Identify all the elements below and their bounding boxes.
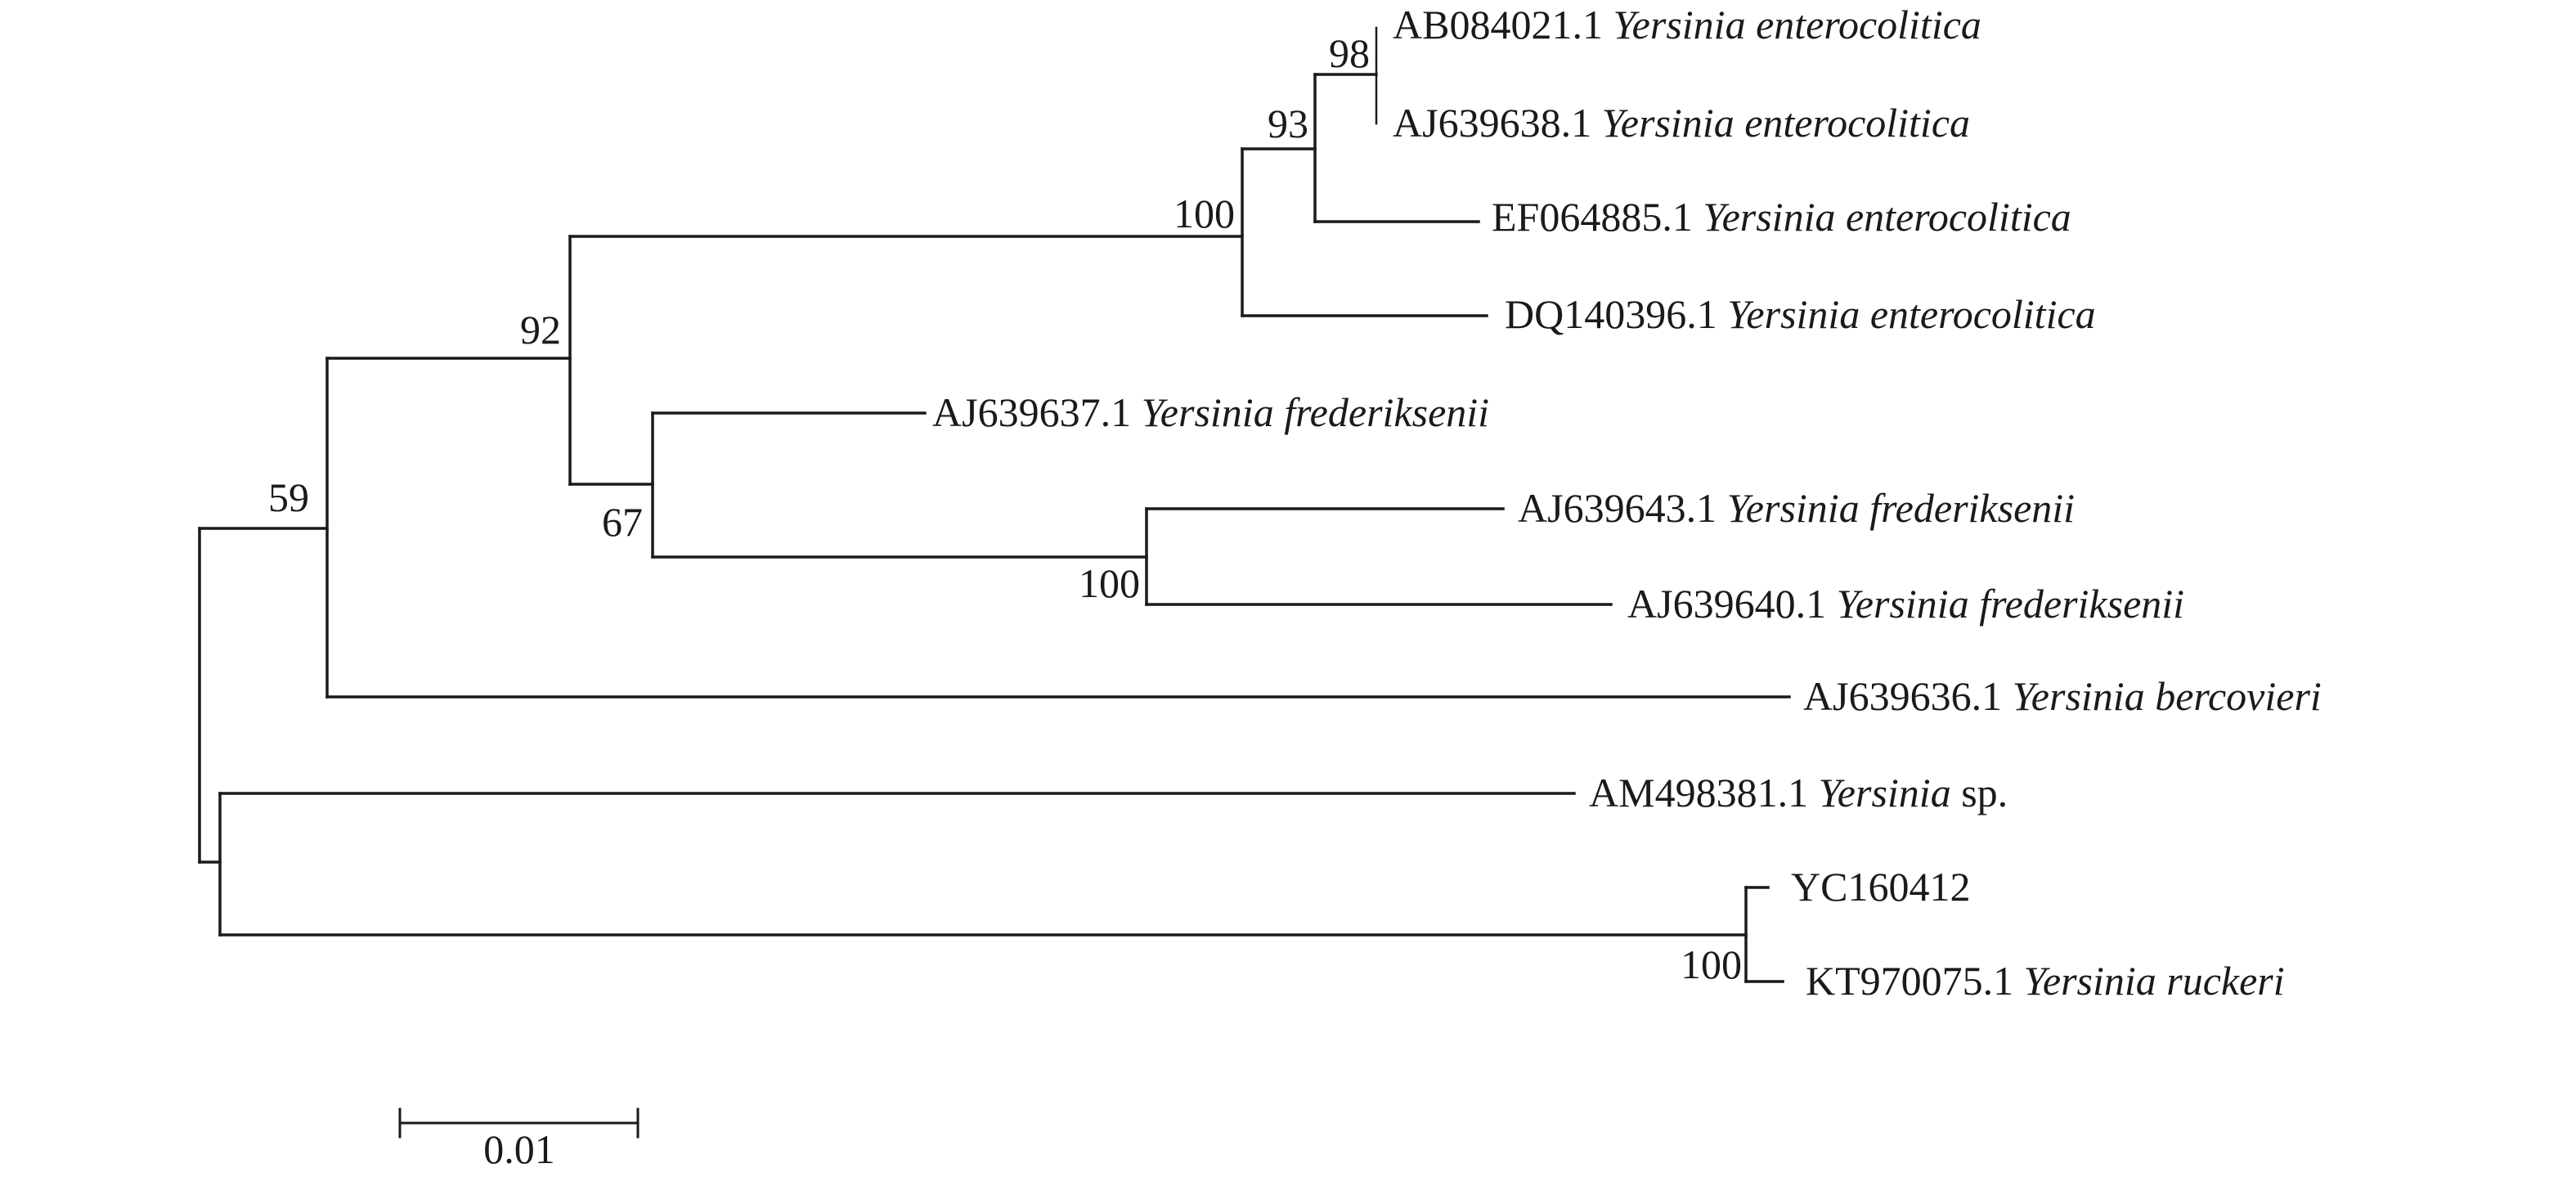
scale-bar: 0.01 [398,1107,640,1172]
bootstrap-value: 59 [268,474,309,520]
tip-label: AJ639640.1 Yersinia frederiksenii [1627,581,2184,627]
tip-label: AJ639636.1 Yersinia bercovieri [1803,673,2322,719]
bootstrap-value: 100 [1079,560,1140,606]
tip-label: AJ639638.1 Yersinia enterocolitica [1393,100,1970,146]
scale-bar-line [398,1107,640,1139]
bootstrap-value: 92 [520,307,561,353]
tip-labels: AB084021.1 Yersinia enterocolitica AJ639… [932,2,2322,1004]
bootstrap-value: 98 [1329,30,1370,76]
bootstrap-value: 100 [1681,941,1742,987]
tip-label: KT970075.1 Yersinia ruckeri [1806,958,2285,1004]
tip-label: AJ639643.1 Yersinia frederiksenii [1518,485,2075,531]
tip-label: AB084021.1 Yersinia enterocolitica [1393,2,1981,47]
tip-label: AM498381.1 Yersinia sp. [1589,770,2008,815]
bootstrap-value: 100 [1174,191,1235,236]
bootstrap-value: 93 [1268,101,1308,146]
tip-label: YC160412 [1791,864,1970,910]
tip-label: DQ140396.1 Yersinia enterocolitica [1505,291,2096,337]
tree-branches [198,26,1791,983]
tip-label: EF064885.1 Yersinia enterocolitica [1492,194,2071,240]
bootstrap-values: 98 93 100 92 67 59 100 100 [268,30,1742,987]
bootstrap-value: 67 [602,499,643,545]
tip-label: AJ639637.1 Yersinia frederiksenii [932,389,1489,435]
scale-bar-label: 0.01 [483,1126,555,1172]
